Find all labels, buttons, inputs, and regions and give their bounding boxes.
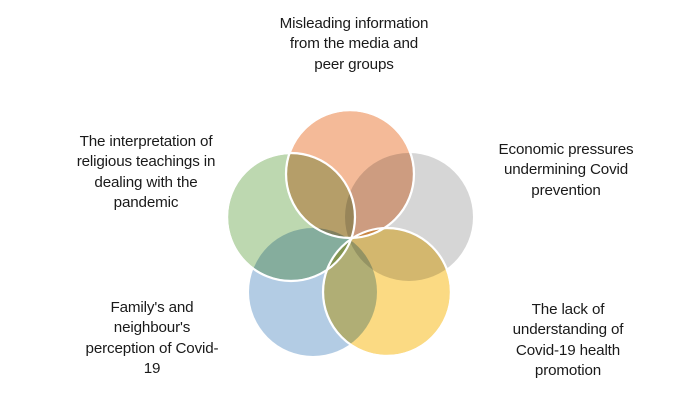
venn-label-religious-teachings: The interpretation of religious teaching…	[76, 133, 216, 212]
venn-outline-lack-of-understanding	[321, 226, 453, 358]
venn-label-misleading-information: Misleading information from the media an…	[279, 15, 429, 73]
venn-outline-religious-teachings	[225, 151, 357, 283]
venn-outline-misleading-information	[284, 108, 416, 240]
venn-label-lack-of-understanding: The lack of understanding of Covid-19 he…	[512, 301, 624, 380]
venn-label-family-neighbour-perception: Family's and neighbour's perception of C…	[85, 299, 219, 378]
venn-label-economic-pressures: Economic pressures undermining Covid pre…	[498, 141, 634, 199]
